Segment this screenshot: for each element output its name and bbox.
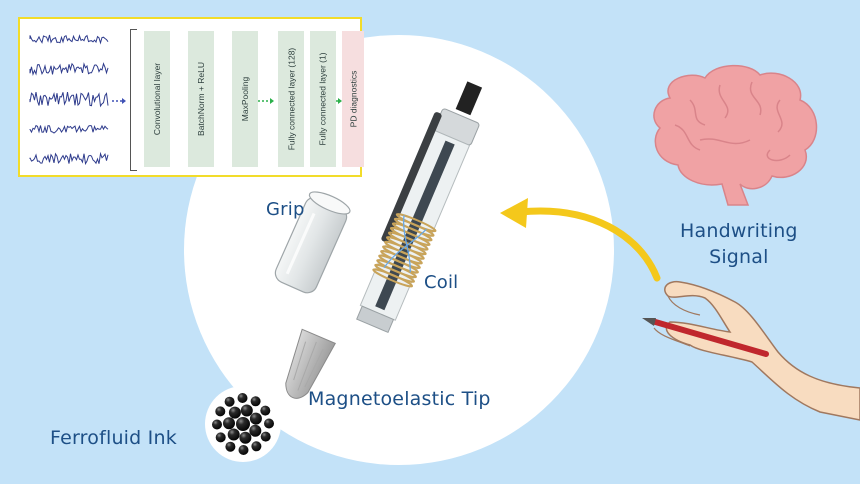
layer-batchnorm-label: BatchNorm + ReLU <box>196 62 206 136</box>
handwriting-signal-line2: Signal <box>709 246 769 268</box>
ferrofluid-droplet <box>215 406 226 417</box>
signal-waveform <box>29 92 109 108</box>
ferrofluid-icon <box>205 386 281 462</box>
writing-hand-icon <box>642 280 860 421</box>
ferrofluid-droplet <box>238 445 249 455</box>
ferrofluid-droplet <box>237 393 248 403</box>
ferrofluid-droplet <box>264 418 274 429</box>
signal-waveform <box>29 62 109 76</box>
ferrofluid-droplet <box>250 396 261 407</box>
layer-convolutional: Convolutional layer <box>144 31 170 167</box>
ferrofluid-droplet <box>228 406 241 419</box>
layer-fully-connected-128: Fully connected layer (128) <box>278 31 304 167</box>
signal-waveform <box>29 34 109 45</box>
signal-waveform <box>29 151 109 166</box>
neural-network-panel: ··· Convolutional layer BatchNorm + ReLU… <box>18 17 364 177</box>
magnetoelastic-tip-label: Magnetoelastic Tip <box>308 388 491 410</box>
pen-icon <box>356 81 483 334</box>
signal-arrow <box>500 198 661 282</box>
ferrofluid-droplet <box>225 441 236 452</box>
layer-fully-connected-1: Fully connected layer (1) <box>310 31 336 167</box>
layer-convolutional-label: Convolutional layer <box>152 62 163 136</box>
layer-batchnorm: BatchNorm + ReLU <box>188 31 214 167</box>
ferrofluid-droplet <box>251 441 262 452</box>
ferrofluid-droplet <box>260 431 271 442</box>
ferrofluid-droplet <box>240 404 253 417</box>
handwriting-signal-line1: Handwriting <box>680 220 798 242</box>
ferrofluid-droplet <box>239 431 252 444</box>
coil-label: Coil <box>424 272 459 293</box>
ferrofluid-droplet <box>249 412 262 425</box>
ferrofluid-droplet <box>215 432 226 443</box>
ferrofluid-droplet <box>227 428 240 441</box>
handwriting-signal-label: Handwriting Signal <box>680 218 798 270</box>
layer-maxpooling: MaxPooling <box>232 31 258 167</box>
layer-pd-diagnostics-label: PD diagnostics <box>348 70 359 128</box>
layer-fully-connected-128-label: Fully connected layer (128) <box>286 47 296 151</box>
ferrofluid-droplet <box>212 419 222 430</box>
ferrofluid-droplet <box>249 424 262 437</box>
network-bracket <box>130 29 137 171</box>
layer-pd-diagnostics: PD diagnostics <box>342 31 364 167</box>
ferrofluid-droplet <box>260 405 271 416</box>
magnetoelastic-tip-icon <box>285 328 336 399</box>
layer-maxpooling-label: MaxPooling <box>240 76 251 122</box>
ferrofluid-droplet <box>236 417 250 431</box>
ferrofluid-ink-label: Ferrofluid Ink <box>50 427 177 449</box>
signal-waveform <box>29 124 109 134</box>
brain-icon <box>653 64 818 206</box>
layer-fully-connected-1-label: Fully connected layer (1) <box>318 52 329 146</box>
coil-winding <box>372 268 414 288</box>
ferrofluid-droplet <box>223 417 235 430</box>
ferrofluid-droplet <box>224 396 235 407</box>
grip-sleeve-icon <box>274 191 351 294</box>
grip-label: Grip <box>266 199 305 220</box>
